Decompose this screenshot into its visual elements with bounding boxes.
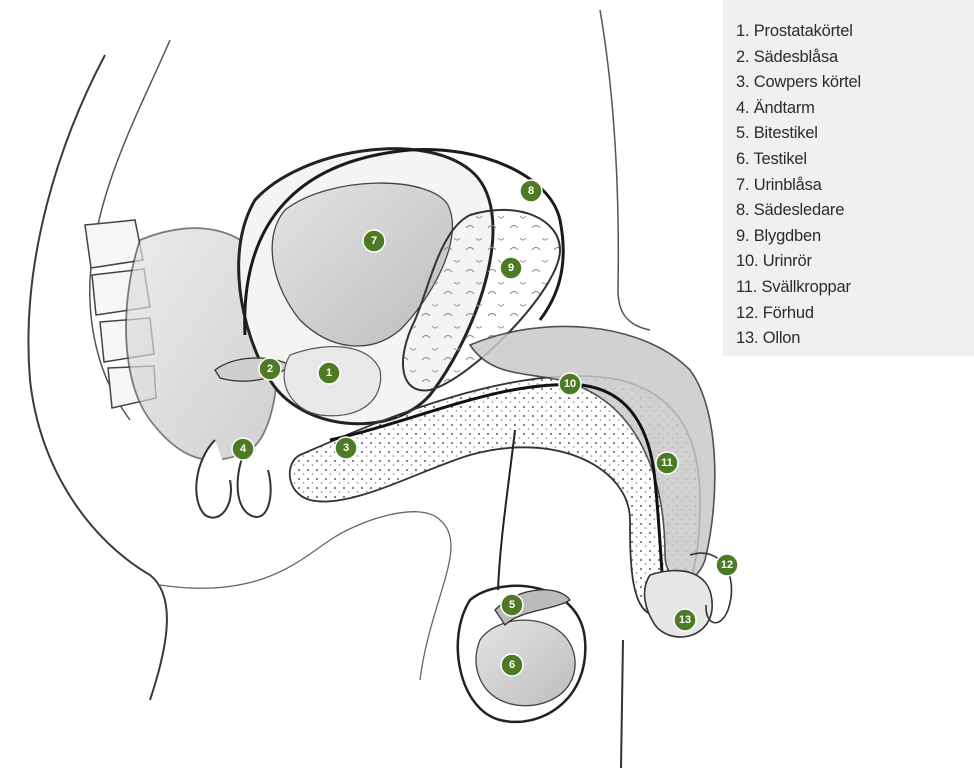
marker-11: 11 [656,452,678,474]
marker-2: 2 [259,358,281,380]
marker-9: 9 [500,257,522,279]
legend-panel: 1. Prostatakörtel 2. Sädesblåsa 3. Cowpe… [723,0,974,356]
marker-12: 12 [716,554,738,576]
legend-item-4: 4. Ändtarm [736,96,974,122]
legend-item-12: 12. Förhud [736,301,974,327]
legend-item-13: 13. Ollon [736,326,974,352]
marker-8: 8 [520,180,542,202]
legend-item-2: 2. Sädesblåsa [736,45,974,71]
legend-item-10: 10. Urinrör [736,249,974,275]
legend-item-11: 11. Svällkroppar [736,275,974,301]
legend-item-9: 9. Blygdben [736,224,974,250]
svg-text:13: 13 [679,614,691,626]
svg-text:7: 7 [371,235,377,247]
marker-13: 13 [674,609,696,631]
svg-text:4: 4 [240,443,247,455]
legend-item-1: 1. Prostatakörtel [736,19,974,45]
marker-1: 1 [318,362,340,384]
spermatic-cord [498,430,515,590]
svg-text:2: 2 [267,363,273,375]
svg-text:1: 1 [326,367,332,379]
svg-text:3: 3 [343,442,349,454]
marker-3: 3 [335,437,357,459]
svg-text:9: 9 [508,262,514,274]
svg-text:11: 11 [661,457,673,469]
svg-text:10: 10 [564,378,576,390]
legend-item-6: 6. Testikel [736,147,974,173]
leg-line [621,640,623,768]
marker-6: 6 [501,654,523,676]
legend-item-7: 7. Urinblåsa [736,173,974,199]
svg-text:6: 6 [509,659,515,671]
legend-item-5: 5. Bitestikel [736,121,974,147]
abdomen-contour [600,10,650,330]
svg-text:12: 12 [721,559,733,571]
marker-4: 4 [232,438,254,460]
thigh-contour [160,512,451,680]
legend-item-3: 3. Cowpers körtel [736,70,974,96]
marker-7: 7 [363,230,385,252]
marker-5: 5 [501,594,523,616]
svg-text:8: 8 [528,185,534,197]
legend-item-8: 8. Sädesledare [736,198,974,224]
testicle [476,620,575,706]
svg-text:5: 5 [509,599,515,611]
marker-10: 10 [559,373,581,395]
